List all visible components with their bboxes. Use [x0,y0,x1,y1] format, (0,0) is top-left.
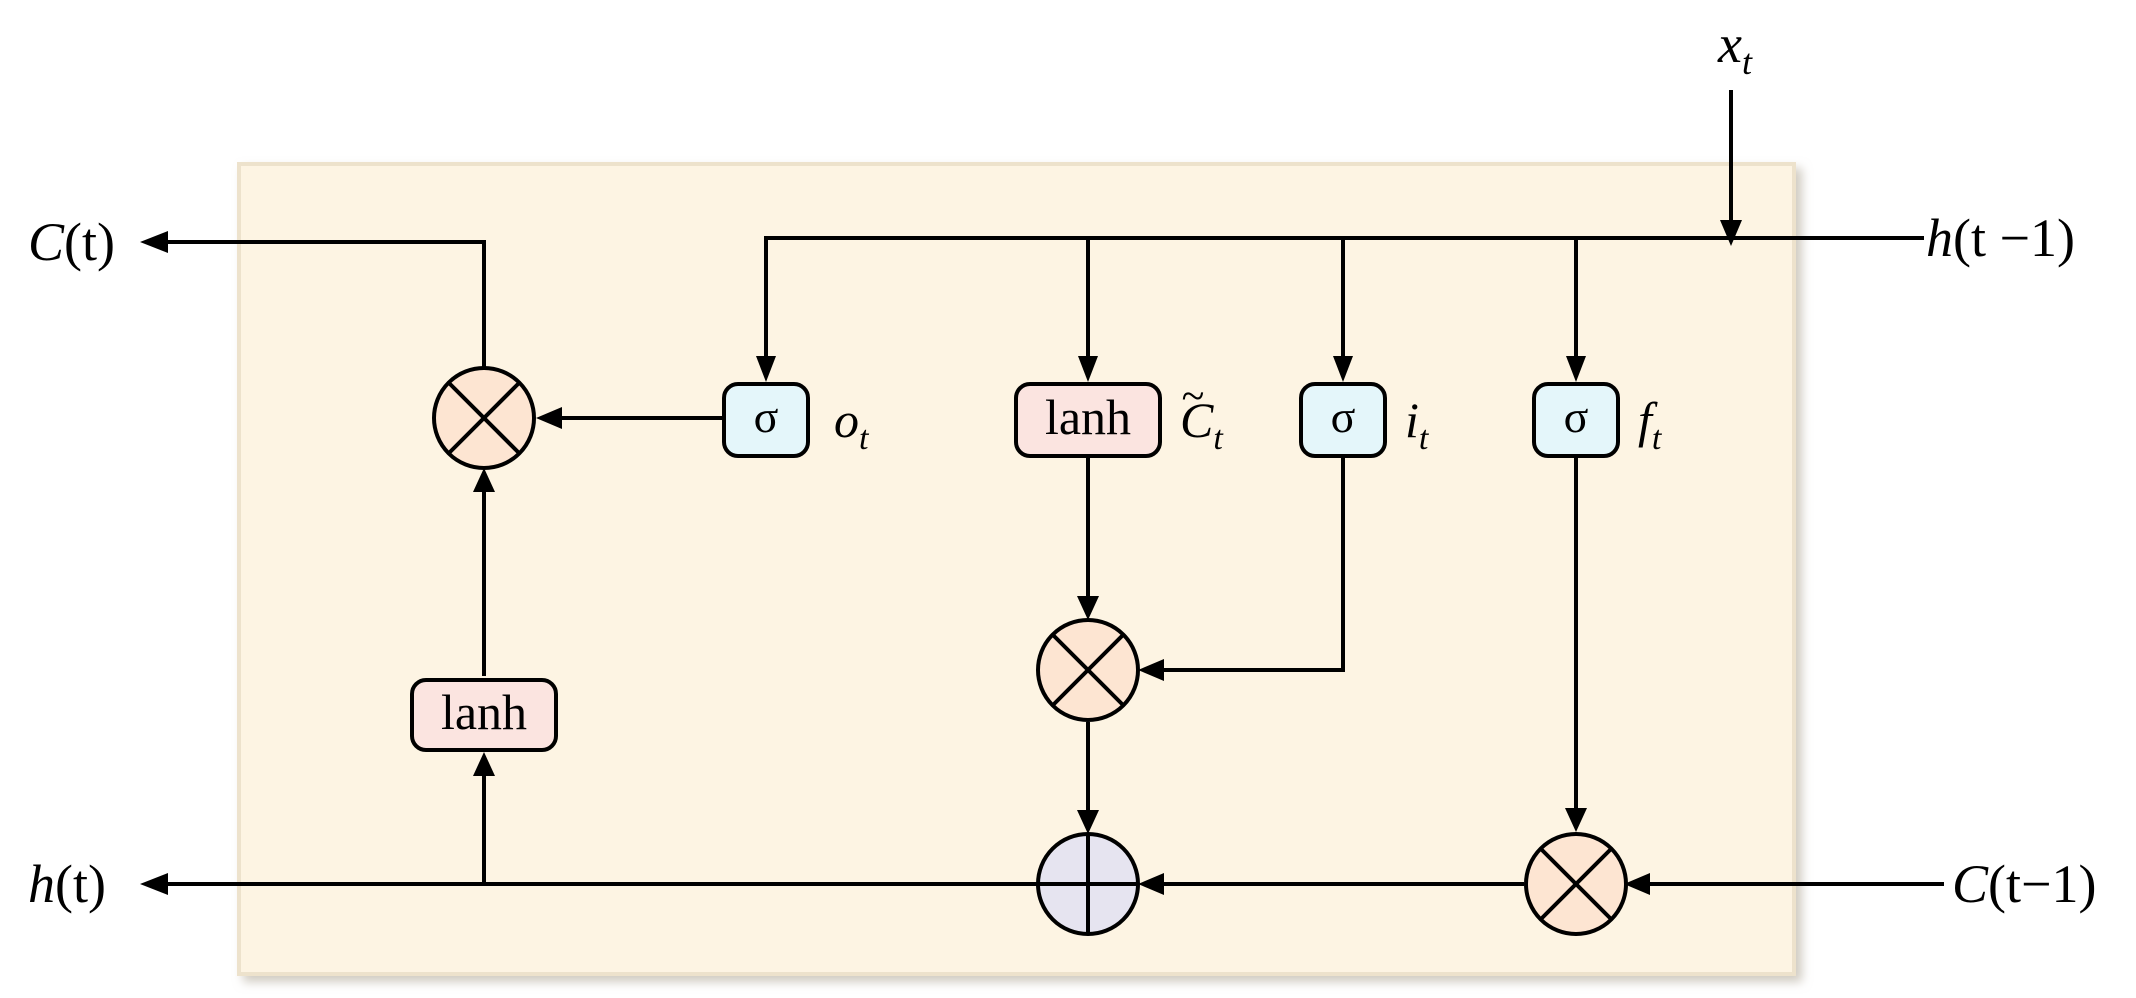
mult-to-add-head [1077,810,1099,834]
input-gate-symbol: i [1405,392,1419,448]
output-gate-symbol: o [834,392,859,448]
output-gate-to-mult-head [536,407,562,429]
x-input-arrowhead [1720,220,1742,246]
candidate-to-mult-head [1077,596,1099,620]
connection-lines [140,90,1944,895]
tanh-to-mult-head [473,468,495,492]
multiply-node-input [1036,618,1140,722]
c-out-label: C(t) [28,212,115,272]
forget-gate-sigma: σ [1532,382,1620,458]
forget-gate-to-mult-head [1565,808,1587,832]
forget-mult-to-add-head [1138,873,1164,895]
forget-gate-sigma-label: σ [1564,391,1589,442]
multiply-node-output [432,366,536,470]
output-tanh-label: lanh [441,684,527,740]
output-gate-annotation: ot [834,392,870,457]
drop-candidate-head [1078,356,1098,382]
candidate-tilde: ~ [1182,374,1205,420]
x-input-subscript: t [1742,42,1753,82]
candidate-tanh: lanh [1014,382,1162,458]
x-input-symbol: x [1717,14,1742,74]
h-prev-label: h(t −1) [1926,208,2075,268]
h-prev-args: (t −1) [1953,208,2075,268]
drop-forget-gate-head [1566,356,1586,382]
c-out-head [140,231,168,253]
input-gate-to-mult [1160,456,1345,672]
forget-gate-subscript: t [1652,420,1663,457]
input-gate-to-mult-head [1138,659,1164,681]
candidate-tanh-label: lanh [1045,389,1131,445]
input-gate-subscript: t [1419,420,1430,457]
h-to-tanh-head [473,752,495,776]
c-out-symbol: C [28,212,65,272]
c-out-args: (t) [64,212,115,272]
input-gate-sigma-label: σ [1331,391,1356,442]
x-input-label: xt [1717,14,1753,82]
h-out-args: (t) [55,854,106,914]
cell-background [237,162,1796,976]
output-gate-sigma-label: σ [754,391,779,442]
multiply-node-forget [1524,832,1628,936]
c-prev-args: (t−1) [1988,854,2096,914]
h-prev-symbol: h [1926,208,1953,268]
output-gate-subscript: t [859,420,870,457]
input-gate-sigma: σ [1299,382,1387,458]
h-out-head [140,873,168,895]
output-gate-sigma: σ [722,382,810,458]
output-tanh: lanh [410,678,558,752]
input-gate-annotation: it [1405,392,1430,457]
candidate-annotation: Ct [1180,392,1224,457]
c-prev-to-mult-head [1624,873,1650,895]
drop-output-gate-head [756,356,776,382]
c-prev-label: C(t−1) [1952,854,2096,914]
c-prev-symbol: C [1952,854,1989,914]
drop-input-gate-head [1333,356,1353,382]
add-node [1036,832,1140,936]
h-out-symbol: h [28,854,55,914]
candidate-subscript: t [1213,420,1224,457]
mult-to-c-out [164,240,486,368]
candidate-symbol: C [1180,392,1214,448]
h-out-label: h(t) [28,854,106,914]
